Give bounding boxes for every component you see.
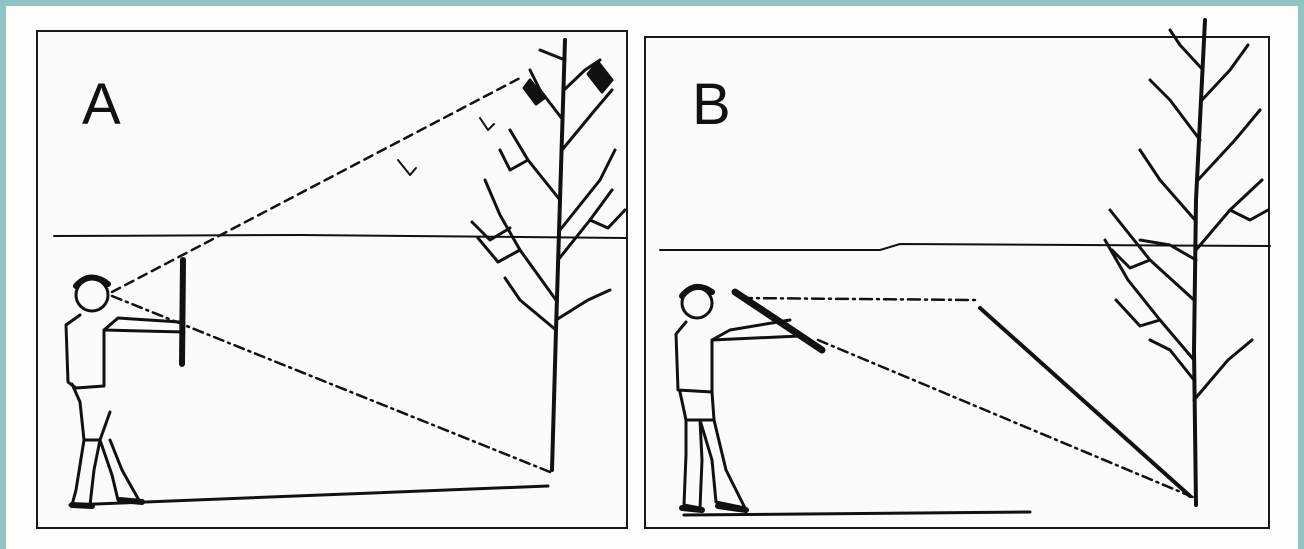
panel-a-scene xyxy=(54,40,626,506)
tree-a xyxy=(472,40,625,470)
bird-2 xyxy=(480,118,494,130)
boy-a xyxy=(66,277,184,506)
ground-line-b xyxy=(684,512,1030,515)
sight-line-horizontal-b xyxy=(740,298,975,300)
horizon-line-a xyxy=(54,235,626,238)
panel-label-a: A xyxy=(82,76,121,134)
stick-projection-b xyxy=(980,308,1190,496)
sight-line-bottom-b xyxy=(818,340,1195,498)
bird-1 xyxy=(398,160,416,175)
panel-label-b: B xyxy=(692,76,731,134)
measuring-stick-a xyxy=(182,260,183,364)
panel-b-scene xyxy=(660,20,1270,515)
tree-b xyxy=(1105,20,1268,505)
sight-line-top-a xyxy=(112,78,520,292)
boy-b xyxy=(676,287,800,510)
